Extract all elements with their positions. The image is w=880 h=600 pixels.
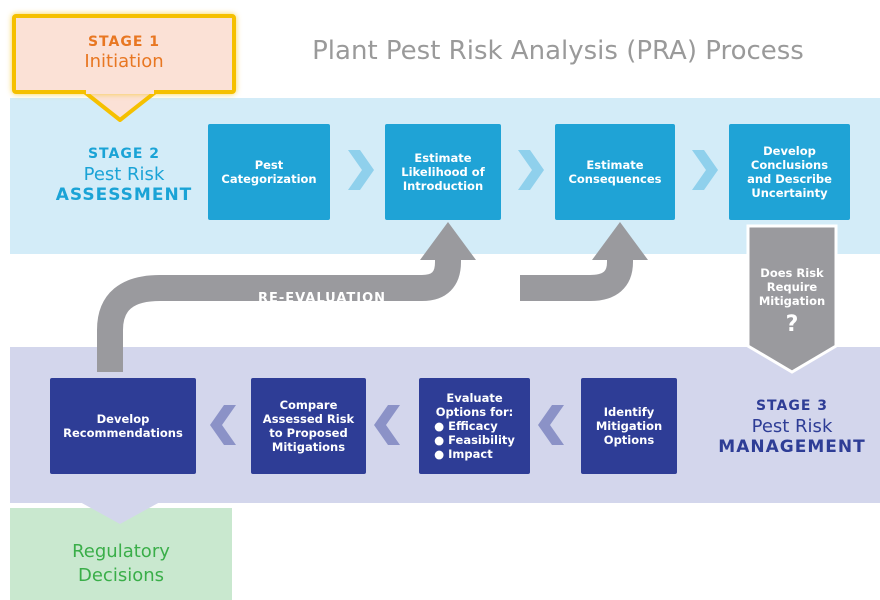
stage1-box: STAGE 1 Initiation — [12, 14, 236, 94]
criterion-efficacy: Efficacy — [434, 419, 515, 433]
outcome-label: Regulatory Decisions — [72, 541, 170, 586]
stage2-name: Pest Risk — [83, 164, 165, 185]
stage2-heading: STAGE 2 Pest Risk ASSESSMENT — [44, 146, 204, 205]
question-mark: ? — [785, 312, 799, 337]
decision-question: Does Risk Require Mitigation ? — [748, 266, 836, 340]
stage3-name-strong: MANAGEMENT — [718, 437, 866, 457]
stage1-label: STAGE 1 — [87, 34, 161, 50]
stage2-name-strong: ASSESSMENT — [55, 185, 193, 205]
stage2-label: STAGE 2 — [87, 146, 161, 162]
stage3-heading: STAGE 3 Pest Risk MANAGEMENT — [704, 398, 880, 457]
criterion-impact: Impact — [434, 447, 515, 461]
stage3-label: STAGE 3 — [755, 398, 829, 414]
evaluate-criteria-list: Efficacy Feasibility Impact — [434, 419, 515, 461]
outcome-notch — [80, 502, 160, 524]
step-evaluate-options: Evaluate Options for: Efficacy Feasibili… — [419, 378, 530, 474]
stage3-name: Pest Risk — [751, 416, 833, 437]
reevaluation-label: RE-EVALUATION — [257, 291, 387, 306]
page-title: Plant Pest Risk Analysis (PRA) Process — [312, 36, 804, 66]
stage1-pointer — [80, 90, 160, 122]
criterion-feasibility: Feasibility — [434, 433, 515, 447]
stage1-name: Initiation — [84, 51, 164, 72]
